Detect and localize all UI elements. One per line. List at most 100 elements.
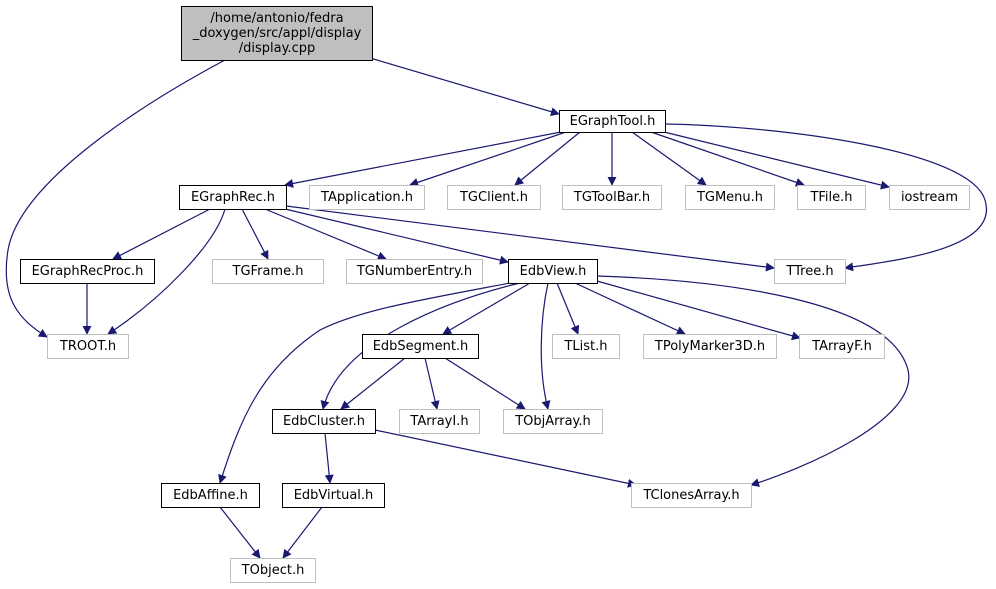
node-label-tgnumberentry: TGNumberEntry.h: [356, 264, 472, 279]
node-box-tclonesarray: [631, 483, 752, 508]
node-label-edbsegment: EdbSegment.h: [373, 339, 469, 354]
node-box-tarrayf: [799, 334, 885, 359]
node-box-ttree: [774, 259, 846, 284]
edge-egraphrec-to-edbview: [284, 208, 509, 265]
edge-edbview-to-edbaffine: [218, 282, 511, 484]
node-tpolymarker3d: TPolyMarker3D.h: [643, 334, 777, 359]
node-egraphrec[interactable]: EGraphRec.h: [179, 185, 287, 210]
node-box-edbsegment: [362, 334, 479, 359]
node-tarrayf: TArrayF.h: [799, 334, 885, 359]
edge-egraphrec-to-egraphrecproc: [112, 208, 211, 260]
node-label-display-line-1: _doxygen/src/appl/display: [192, 26, 362, 41]
edge-edbsegment-to-tobjarray: [444, 357, 526, 410]
node-box-edbcluster: [272, 409, 376, 434]
node-box-troot: [47, 334, 129, 359]
node-tarrayi: TArrayI.h: [399, 409, 480, 434]
node-box-tgframe: [212, 259, 324, 284]
edge-egraphtool-to-tgmenu: [631, 131, 707, 186]
node-label-display-line-0: /home/antonio/fedra: [210, 11, 343, 26]
node-label-troot: TROOT.h: [59, 339, 116, 354]
node-label-egraphrecproc: EGraphRecProc.h: [32, 264, 144, 279]
node-label-tgmenu: TGMenu.h: [696, 190, 763, 205]
node-label-tapplication: TApplication.h: [320, 190, 413, 205]
node-label-tclonesarray: TClonesArray.h: [642, 488, 739, 503]
node-egraphtool[interactable]: EGraphTool.h: [559, 110, 666, 133]
node-tgtoolbar: TGToolBar.h: [562, 185, 662, 210]
node-ttree: TTree.h: [774, 259, 846, 284]
edge-egraphrec-to-ttree: [285, 205, 775, 272]
edge-egraphrec-to-tgframe: [241, 208, 269, 260]
node-egraphrecproc[interactable]: EGraphRecProc.h: [20, 259, 155, 284]
node-label-tgclient: TGClient.h: [459, 190, 528, 205]
node-label-tlist: TList.h: [563, 339, 607, 354]
node-tlist: TList.h: [552, 334, 620, 359]
edge-egraphrec-to-troot: [107, 208, 226, 335]
edge-edbview-to-tlist: [556, 282, 580, 335]
node-tgclient: TGClient.h: [447, 185, 541, 210]
node-label-ttree: TTree.h: [785, 264, 833, 279]
node-box-iostream: [889, 185, 970, 210]
node-edbvirtual[interactable]: EdbVirtual.h: [282, 483, 385, 508]
node-edbcluster[interactable]: EdbCluster.h: [272, 409, 376, 434]
node-edbsegment[interactable]: EdbSegment.h: [362, 334, 479, 359]
node-box-tpolymarker3d: [643, 334, 777, 359]
node-tapplication: TApplication.h: [309, 185, 425, 210]
node-box-tobjarray: [503, 409, 603, 434]
edge-layer: [5, 57, 988, 559]
node-label-tfile: TFile.h: [809, 190, 852, 205]
edge-edbvirtual-to-tobject: [282, 506, 323, 559]
node-label-tpolymarker3d: TPolyMarker3D.h: [654, 339, 765, 354]
edge-edbsegment-to-tarrayi: [424, 357, 440, 410]
node-box-tgmenu: [685, 185, 775, 210]
node-box-egraphrecproc: [20, 259, 155, 284]
node-box-tlist: [552, 334, 620, 359]
node-box-edbvirtual: [282, 483, 385, 508]
node-box-display: [181, 6, 373, 61]
edge-edbsegment-to-edbcluster: [340, 357, 406, 410]
edge-edbview-to-tclonesarray: [596, 275, 910, 487]
edge-edbaffine-to-tobject: [219, 506, 261, 559]
node-layer: /home/antonio/fedra_doxygen/src/appl/dis…: [20, 6, 970, 583]
edge-edbview-to-tobjarray: [540, 282, 551, 410]
node-label-tobjarray: TObjArray.h: [514, 414, 591, 429]
node-label-tobject: TObject.h: [241, 563, 305, 578]
node-tfile: TFile.h: [797, 185, 866, 210]
node-edbaffine[interactable]: EdbAffine.h: [161, 483, 260, 508]
node-tobject: TObject.h: [230, 558, 316, 583]
node-label-display-line-2: /display.cpp: [239, 41, 315, 56]
edge-display-to-egraphtool: [369, 57, 560, 117]
node-label-edbcluster: EdbCluster.h: [283, 414, 365, 429]
node-box-tgnumberentry: [346, 259, 483, 284]
edge-egraphtool-to-tapplication: [409, 131, 567, 187]
node-box-tarrayi: [399, 409, 480, 434]
edge-edbview-to-tpolymarker3d: [574, 282, 686, 335]
edge-egraphtool-to-tgclient: [514, 131, 581, 186]
node-label-egraphrec: EGraphRec.h: [191, 190, 275, 205]
node-box-tgclient: [447, 185, 541, 210]
node-box-tfile: [797, 185, 866, 210]
node-box-tobject: [230, 558, 316, 583]
node-tgnumberentry: TGNumberEntry.h: [346, 259, 483, 284]
edge-edbview-to-tarrayf: [596, 280, 801, 341]
edge-display-to-troot: [5, 59, 226, 338]
edge-egraphtool-to-tfile: [650, 131, 805, 187]
node-display[interactable]: /home/antonio/fedra_doxygen/src/appl/dis…: [181, 6, 373, 61]
node-box-edbaffine: [161, 483, 260, 508]
edge-edbview-to-edbcluster: [320, 282, 521, 410]
node-label-tgframe: TGFrame.h: [232, 264, 304, 279]
node-tobjarray: TObjArray.h: [503, 409, 603, 434]
node-tgframe: TGFrame.h: [212, 259, 324, 284]
node-box-edbview: [508, 259, 598, 284]
node-box-tgtoolbar: [562, 185, 662, 210]
edge-edbcluster-to-tclonesarray: [374, 429, 637, 488]
node-box-tapplication: [309, 185, 425, 210]
node-edbview[interactable]: EdbView.h: [508, 259, 598, 284]
node-box-egraphrec: [179, 185, 287, 210]
node-label-edbvirtual: EdbVirtual.h: [294, 488, 374, 503]
node-label-edbaffine: EdbAffine.h: [173, 488, 248, 503]
edge-egraphrec-to-tgnumberentry: [264, 208, 387, 261]
edge-edbview-to-edbsegment: [442, 282, 531, 335]
node-label-egraphtool: EGraphTool.h: [570, 114, 656, 129]
node-label-tgtoolbar: TGToolBar.h: [573, 190, 650, 205]
